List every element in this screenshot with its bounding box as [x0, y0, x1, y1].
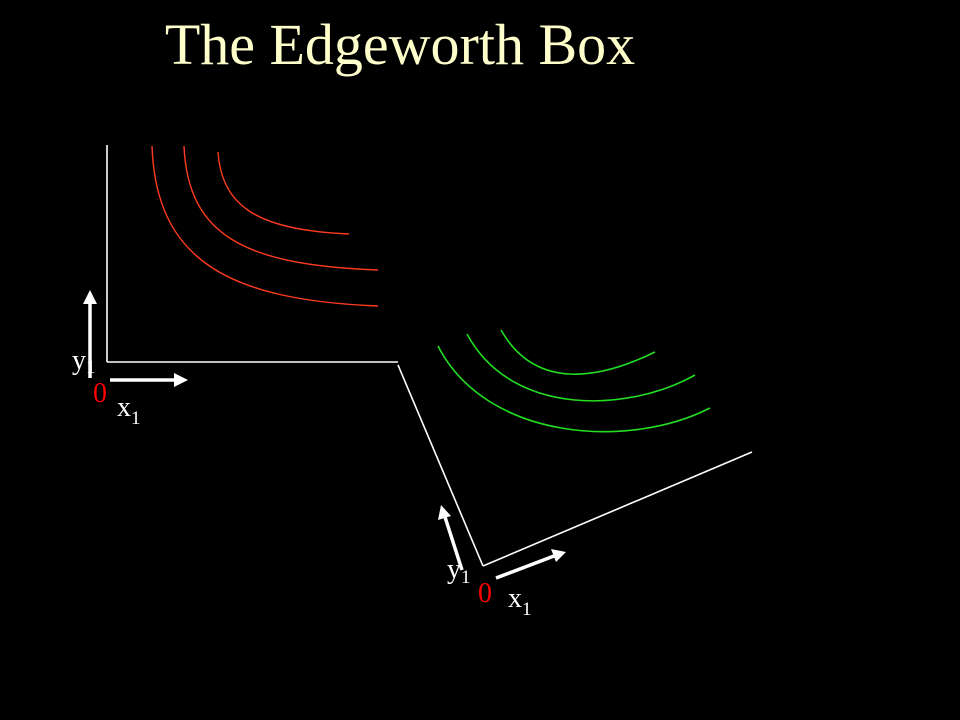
- y-axis-label-1: y1: [72, 345, 96, 378]
- direction-arrows: [83, 290, 566, 580]
- indifference-curve-2a: [500, 329, 656, 375]
- x-arrow-1: [110, 373, 188, 387]
- y-axis-label-2: y1: [447, 554, 471, 588]
- y-axis-2: [397, 364, 484, 567]
- labels-consumer-2: y1 0 x1: [447, 554, 532, 620]
- indifference-curve-2b: [466, 333, 696, 402]
- y-arrow-2: [438, 505, 464, 571]
- y-arrow-1: [83, 290, 97, 378]
- indifference-curves-1: [151, 145, 379, 307]
- x-axis-2: [482, 451, 753, 567]
- x-arrow-2: [495, 549, 566, 580]
- axes-consumer-1: [106, 145, 398, 363]
- x-axis-label-2: x1: [508, 583, 532, 620]
- indifference-curve-1a: [217, 151, 350, 235]
- origin-label-1: 0: [93, 378, 107, 409]
- x-axis-label-1: x1: [117, 392, 141, 429]
- indifference-curve-2c: [437, 345, 711, 433]
- indifference-curve-1c: [151, 145, 379, 307]
- indifference-curve-1b: [183, 145, 379, 271]
- axes-consumer-2: [397, 364, 753, 567]
- indifference-curves-2: [437, 329, 711, 433]
- labels-consumer-1: y1 0 x1: [72, 345, 141, 429]
- slide-title: The Edgeworth Box: [164, 12, 636, 77]
- origin-label-2: 0: [478, 578, 492, 609]
